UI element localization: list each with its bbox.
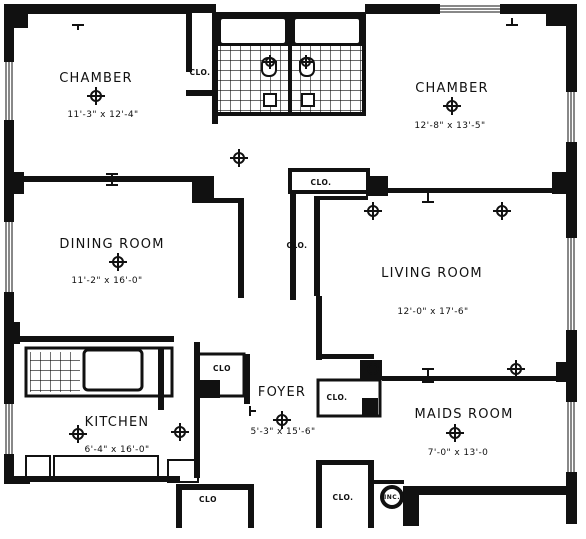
ceiling-light-icon [446,424,464,442]
room-name-foyer: FOYER [258,385,306,400]
closet-label-bottom-right: CLO. [332,493,353,502]
closet-label-bottom-left: CLO [199,495,217,504]
ceiling-light-icon [87,87,105,105]
ceiling-light-icon [109,253,127,271]
closet-label-foyer-right: CLO. [326,393,347,402]
ceiling-light-icon [443,97,461,115]
wall-outlet-icon [72,24,84,30]
ceiling-light-icon [171,423,189,441]
room-name-living: LIVING ROOM [381,266,483,281]
ceiling-light-icon [69,425,87,443]
ceiling-light-icon [299,55,313,69]
closet-label-top: CLO. [189,68,210,77]
closet-label-kitchen-side: CLO [213,364,231,373]
wall-outlet-icon [106,173,118,186]
room-name-chamber-right: CHAMBER [415,81,489,96]
ceiling-light-icon [364,360,382,378]
kitchen-sink [82,348,144,392]
ceiling-light-icon [493,202,511,220]
wall-outlet-icon [506,18,518,26]
bathtub-right [293,17,361,45]
ceiling-light-icon [273,411,291,429]
ceiling-light-icon [507,360,525,378]
room-dims-kitchen: 6'-4" x 16'-0" [84,445,149,455]
interior-walls [14,12,558,528]
room-dims-chamber-left: 11'-3" x 12'-4" [67,110,138,120]
closet-label-hall-upper: CLO. [310,178,331,187]
closet-label-hall-mid: CLO. [286,241,307,250]
wall-outlets [72,18,518,416]
light-fixtures [69,55,525,443]
room-dims-foyer: 5'-3" x 15'-6" [250,427,315,437]
room-dims-chamber-right: 12'-8" x 13'-5" [414,121,485,131]
sink-icon [263,93,277,107]
room-name-maids: MAIDS ROOM [414,407,513,422]
room-dims-dining: 11'-2" x 16'-0" [71,276,142,286]
bathrooms [214,12,366,116]
wall-outlet-icon [422,368,434,383]
closet-labels: CLO. CLO. CLO. CLO CLO. CLO CLO. INC. [189,68,400,504]
sink-icon [301,93,315,107]
room-name-chamber-left: CHAMBER [59,71,133,86]
room-name-dining: DINING ROOM [59,237,164,252]
room-dims-maids: 7'-0" x 13'-0 [428,448,488,458]
room-name-kitchen: KITCHEN [85,415,150,430]
ceiling-light-icon [230,149,248,167]
wall-outlet-icon [249,406,256,416]
windows [4,4,577,472]
bathtub-left [219,17,287,45]
wall-outlet-icon [422,189,434,203]
room-labels: CHAMBER 11'-3" x 12'-4" CHAMBER 12'-8" x… [59,71,513,458]
ceiling-light-icon [364,202,382,220]
room-dims-living: 12'-0" x 17'-6" [397,307,468,317]
incinerator-label: INC. [384,494,400,501]
incinerator-icon [380,485,404,509]
ceiling-light-icon [263,55,277,69]
